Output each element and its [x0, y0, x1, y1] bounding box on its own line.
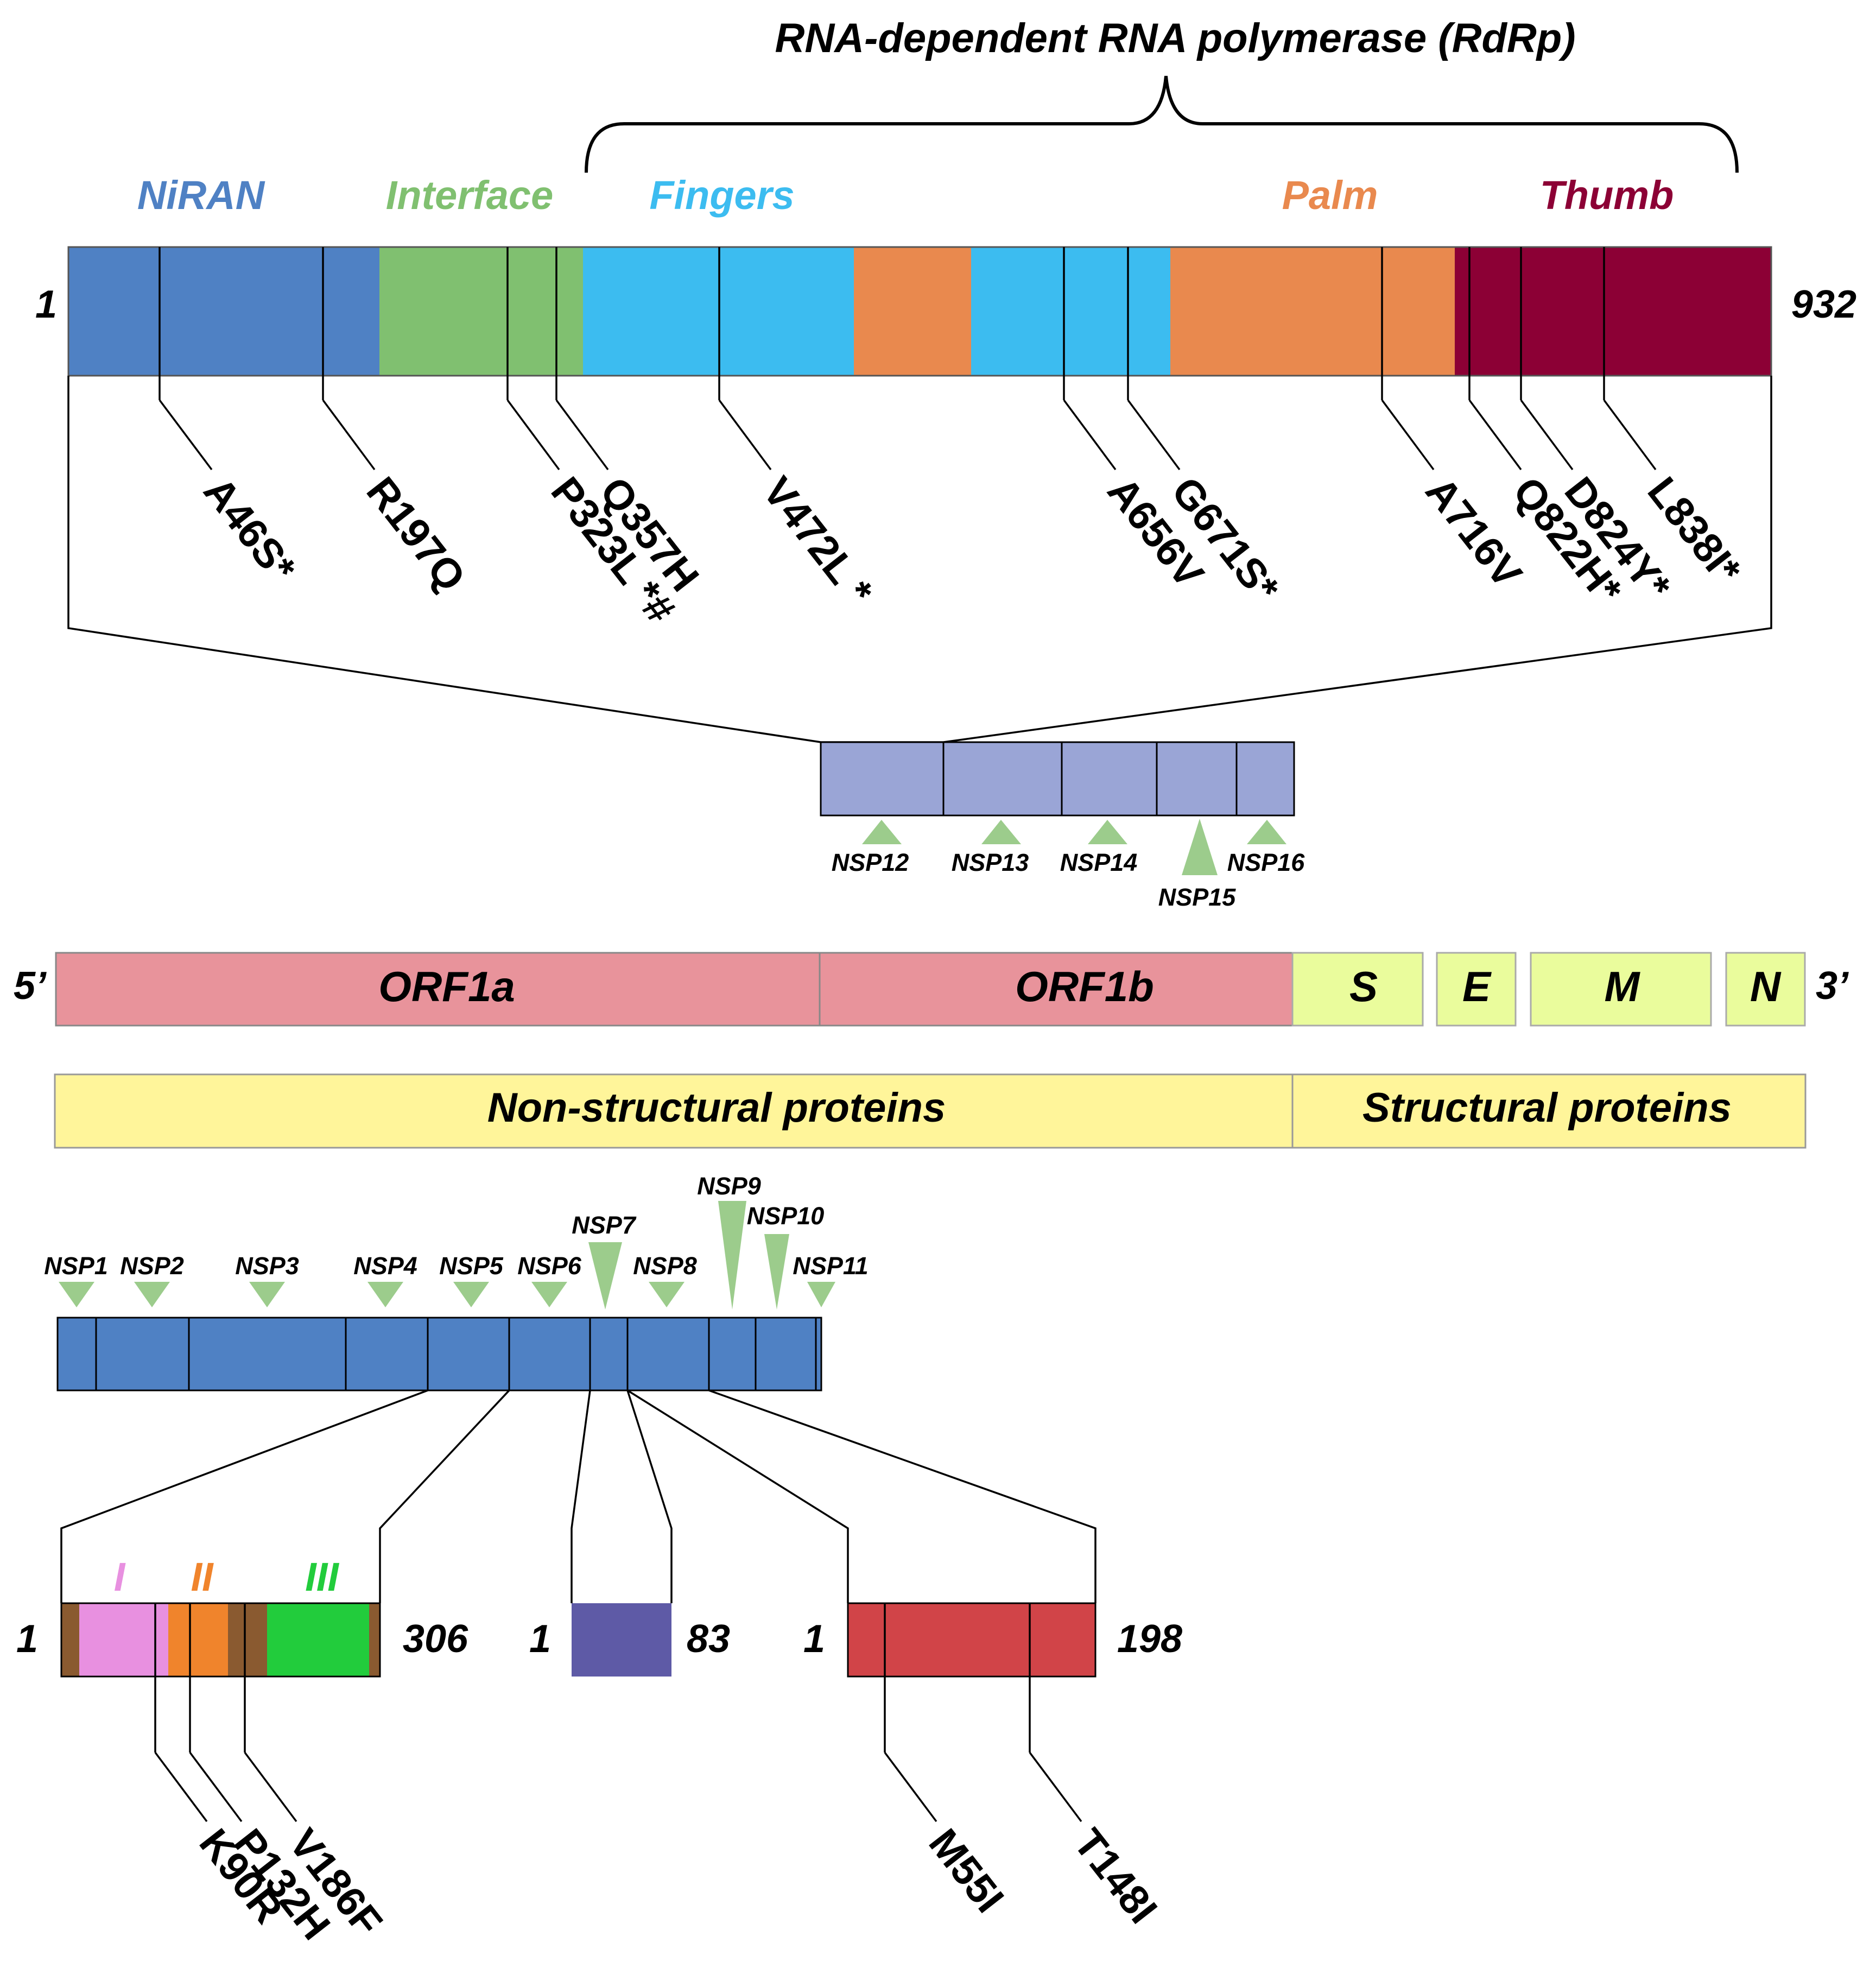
nsp7-bar: [572, 1603, 671, 1677]
orf1a-label: ORF1a: [378, 963, 515, 1010]
nsp2-label: NSP2: [120, 1252, 184, 1280]
cleavage-marker-nsp10: [764, 1234, 789, 1310]
nsp8-label: NSP8: [633, 1252, 697, 1280]
nsp7-start: 1: [529, 1617, 551, 1661]
nsp5-bar-outline: [60, 1602, 381, 1678]
nsp8-start: 1: [803, 1617, 825, 1661]
s-gene-segment: [1291, 952, 1424, 1027]
mutation-t148i: T148I: [1065, 1820, 1167, 1932]
nsp8-bar: [847, 1602, 1097, 1678]
nonstructural-label: Non-structural proteins: [487, 1085, 946, 1131]
nsp-zoom-connectors: [60, 1389, 1097, 1603]
s-gene-label: S: [1349, 963, 1378, 1010]
cleavage-marker-nsp2: [134, 1282, 170, 1307]
mutation-a46s: A46S*: [195, 469, 305, 591]
nsp9-label: NSP9: [697, 1172, 761, 1200]
nsp-n-dividers: [95, 1318, 817, 1390]
nsp5-end: 306: [403, 1617, 468, 1661]
cleavage-marker-nsp3: [249, 1282, 285, 1307]
nsp-bar-n-terminal: [56, 1317, 822, 1391]
nsp11-label: NSP11: [793, 1252, 868, 1280]
nsp5-domain-label-i: I: [114, 1554, 126, 1599]
nsp10-label: NSP10: [747, 1202, 825, 1230]
mutation-m55i: M55I: [920, 1820, 1013, 1921]
rdrp-bar-outline: [67, 246, 1772, 377]
cleavage-marker-nsp15: [1182, 819, 1218, 875]
orf1a-segment: [55, 952, 821, 1027]
rdrp-mutation-leaders: [159, 247, 1657, 471]
domain-label-thumb: Thumb: [1540, 173, 1674, 218]
nsp5-domain-label-ii: II: [191, 1554, 214, 1599]
nsp-bar-c-terminal: [820, 741, 1295, 817]
nsp5-mutation-leaders: [154, 1603, 297, 1823]
rdrp-title: RNA-dependent RNA polymerase (RdRp): [775, 15, 1575, 61]
rdrp-segment-interface: [379, 247, 583, 376]
nsp5-domain-i: [79, 1603, 168, 1677]
m-gene-label: M: [1605, 963, 1641, 1010]
cleavage-marker-nsp1: [59, 1282, 94, 1307]
nsp7-end: 83: [687, 1617, 730, 1661]
nsp6-label: NSP6: [517, 1252, 582, 1280]
nsp3-label: NSP3: [235, 1252, 299, 1280]
nsp13-label: NSP13: [952, 849, 1029, 876]
nsp12-label: NSP12: [832, 849, 909, 876]
orf1b-label: ORF1b: [1015, 963, 1154, 1010]
rdrp-segment-niran: [68, 247, 379, 376]
nsp5-label: NSP5: [439, 1252, 504, 1280]
five-prime-label: 5’: [14, 964, 47, 1008]
nsp5-domain-iii: [267, 1603, 369, 1677]
cleavage-marker-nsp13: [981, 820, 1021, 844]
mutation-a716v: A716V: [1417, 469, 1531, 597]
rdrp-segment-thumb: [1455, 247, 1771, 376]
nsp8-mutation-leaders: [884, 1603, 1082, 1823]
mutation-r197q: R197Q: [358, 469, 474, 600]
domain-label-niran: NiRAN: [137, 173, 265, 218]
structural-band: [1291, 1073, 1807, 1149]
nsp7-label: NSP7: [572, 1211, 637, 1239]
n-gene-segment: [1725, 952, 1806, 1027]
domain-label-palm: Palm: [1282, 173, 1378, 218]
nsp5-start: 1: [16, 1617, 38, 1661]
three-prime-label: 3’: [1816, 964, 1849, 1008]
nsp-c-dividers: [942, 742, 1238, 815]
nsp5-domain-label-iii: III: [305, 1554, 339, 1599]
e-gene-segment: [1436, 952, 1517, 1027]
rdrp-segment-fingers-2: [971, 247, 1170, 376]
n-gene-label: N: [1750, 963, 1782, 1010]
rdrp-end: 932: [1791, 283, 1856, 326]
cleavage-marker-nsp14: [1088, 820, 1127, 844]
nsp5-domain-ii: [168, 1603, 228, 1677]
nsp14-label: NSP14: [1060, 849, 1138, 876]
nsp1-label: NSP1: [44, 1252, 108, 1280]
e-gene-label: E: [1462, 963, 1492, 1010]
nsp16-label: NSP16: [1227, 849, 1305, 876]
domain-label-fingers: Fingers: [649, 173, 794, 218]
cleavage-marker-nsp4: [367, 1282, 403, 1307]
mutation-v472l: V472L *: [754, 469, 882, 614]
cleavage-marker-nsp7: [588, 1242, 622, 1310]
cleavage-marker-nsp11: [807, 1282, 835, 1307]
cleavage-marker-nsp9: [718, 1201, 746, 1310]
structural-label: Structural proteins: [1362, 1085, 1732, 1131]
cleavage-marker-nsp8: [649, 1282, 685, 1307]
rdrp-brace: [585, 75, 1739, 173]
nsp15-label: NSP15: [1158, 883, 1237, 911]
nonstructural-band: [54, 1073, 1294, 1149]
domain-label-interface: Interface: [386, 173, 553, 218]
rdrp-segment-palm-2: [1170, 247, 1455, 376]
cleavage-marker-nsp12: [862, 820, 902, 844]
nsp4-label: NSP4: [353, 1252, 417, 1280]
cleavage-marker-nsp5: [453, 1282, 489, 1307]
cleavage-marker-nsp16: [1247, 820, 1286, 844]
nsp8-end: 198: [1117, 1617, 1182, 1661]
m-gene-segment: [1530, 952, 1712, 1027]
rdrp-segment-palm-1: [854, 247, 971, 376]
rdrp-start: 1: [35, 283, 57, 326]
cleavage-marker-nsp6: [531, 1282, 567, 1307]
